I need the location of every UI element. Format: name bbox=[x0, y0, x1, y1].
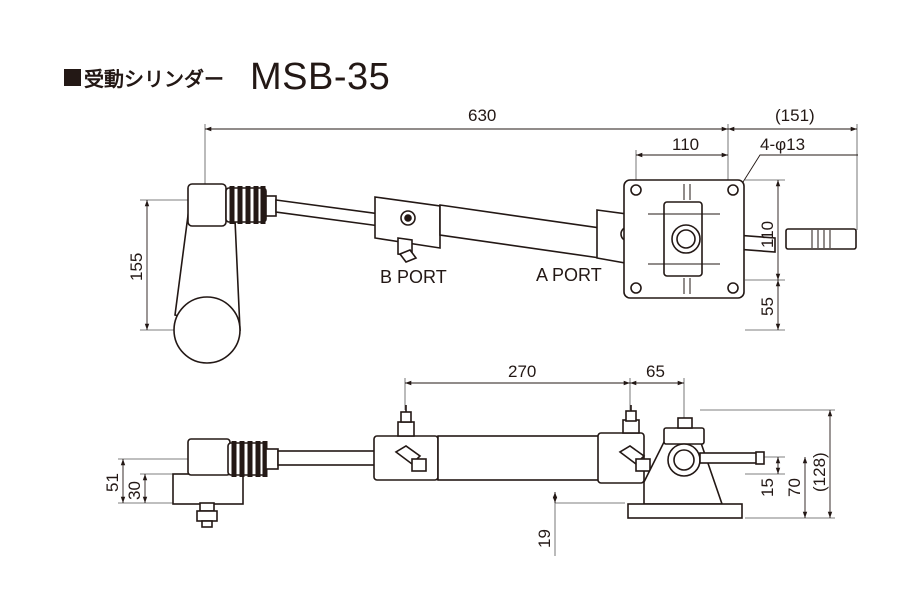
mounting-bracket-top bbox=[623, 179, 745, 299]
rod-end-block bbox=[187, 183, 227, 227]
piston-rod-side bbox=[277, 450, 376, 466]
mount-hole-tr bbox=[727, 184, 739, 196]
dim-text-151: (151) bbox=[775, 106, 815, 125]
dim-text-15: 15 bbox=[758, 478, 777, 497]
title-square-bullet bbox=[64, 68, 81, 86]
dim-text-55: 55 bbox=[758, 297, 777, 316]
tiller-arm-body bbox=[172, 473, 244, 505]
rod-extension-knurl bbox=[811, 230, 831, 248]
dim-text-70: 70 bbox=[785, 478, 804, 497]
gland-a-side bbox=[597, 405, 651, 484]
label-b-port: B PORT bbox=[380, 267, 447, 287]
dim-text-128: (128) bbox=[810, 452, 829, 492]
cylinder-barrel bbox=[439, 204, 601, 259]
leader-holes bbox=[737, 154, 858, 191]
rod-end-block-side bbox=[187, 438, 231, 476]
gland-b-side bbox=[373, 405, 439, 481]
dim-text-270: 270 bbox=[508, 362, 536, 381]
piston-rod bbox=[275, 199, 381, 227]
top-view-dimension-lines bbox=[144, 126, 858, 330]
mounting-bracket-side bbox=[627, 417, 765, 519]
dim-text-holes: 4-φ13 bbox=[760, 135, 805, 154]
side-view-dimension-lines bbox=[120, 380, 833, 518]
mount-hole-bl bbox=[630, 282, 642, 294]
tiller-arm bbox=[173, 183, 241, 364]
tiller-boss bbox=[173, 296, 241, 364]
drawing-subtitle: 受動シリンダー bbox=[84, 66, 224, 91]
label-a-port: A PORT bbox=[536, 265, 602, 285]
bellows bbox=[225, 186, 277, 224]
dim-text-65: 65 bbox=[646, 362, 665, 381]
gland-b bbox=[374, 196, 441, 263]
dim-text-110-v: 110 bbox=[758, 221, 777, 248]
side-view: 270 65 (128) 70 15 51 30 19 bbox=[103, 362, 835, 556]
mount-hole-tl bbox=[630, 184, 642, 196]
dim-text-30: 30 bbox=[125, 481, 144, 500]
rod-extension-ghost bbox=[785, 228, 857, 250]
top-view: 630 (151) 110 4-φ13 155 110 55 B PORT A … bbox=[127, 106, 858, 364]
title-block: 受動シリンダー MSB-35 bbox=[64, 52, 390, 102]
tiller-arm-side bbox=[172, 438, 244, 528]
dim-text-110-h: 110 bbox=[672, 135, 699, 154]
cylinder-barrel-side bbox=[437, 435, 601, 481]
dim-text-630: 630 bbox=[468, 106, 496, 125]
dim-text-51: 51 bbox=[103, 473, 122, 492]
bracket-base-plate bbox=[627, 503, 743, 519]
mount-hole-br bbox=[727, 282, 739, 294]
model-number: MSB-35 bbox=[250, 55, 391, 98]
bellows-side bbox=[227, 441, 279, 477]
front-rod-side bbox=[699, 452, 763, 464]
dim-text-19: 19 bbox=[535, 529, 554, 548]
dim-text-155: 155 bbox=[127, 253, 146, 281]
